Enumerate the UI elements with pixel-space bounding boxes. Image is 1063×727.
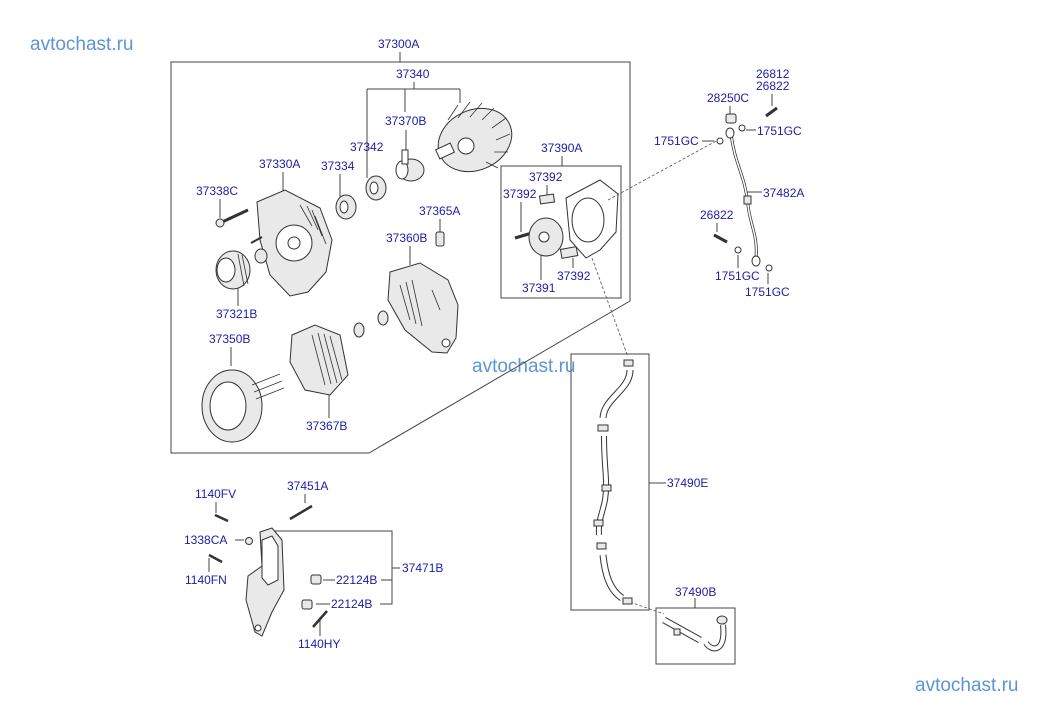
alternator-assembly-frame: [170, 61, 631, 454]
front-bracket-part[interactable]: [256, 189, 333, 297]
vacuum-hose-group: 37490E 37490B: [570, 353, 736, 665]
stator-part[interactable]: [201, 369, 285, 443]
bearing-rear-part[interactable]: [365, 175, 387, 201]
label-37367B[interactable]: 37367B: [306, 419, 347, 433]
label-1140FV[interactable]: 1140FV: [195, 487, 236, 501]
gasket-3-part[interactable]: [734, 246, 742, 254]
label-37360B[interactable]: 37360B: [386, 231, 427, 245]
through-bolt-part[interactable]: [215, 208, 249, 228]
label-1338CA[interactable]: 1338CA: [184, 533, 227, 547]
connector-hose-to-hoseb: [629, 601, 665, 615]
vacuum-housing-part[interactable]: [565, 179, 619, 259]
vacuum-pump-group: 37390A 37392 37392 37392 37391: [500, 141, 622, 299]
bracket-bolt-fn-part[interactable]: [208, 553, 223, 564]
leader-37471B: [275, 530, 400, 605]
vacuum-rotor-part[interactable]: [528, 217, 564, 257]
seal-2-part[interactable]: [377, 310, 389, 326]
connector-vacuum-to-oilpipe: [607, 139, 719, 201]
label-1751GC-1[interactable]: 1751GC: [757, 124, 802, 138]
bracket-bolt-fv-part[interactable]: [214, 513, 229, 523]
bearing-front-part[interactable]: [335, 194, 357, 220]
seal-1-part[interactable]: [353, 322, 365, 338]
label-37330A[interactable]: 37330A: [259, 157, 300, 171]
label-37338C[interactable]: 37338C: [196, 184, 238, 198]
rotor-part[interactable]: [428, 97, 522, 183]
watermark-bottom-right: avtochast.ru: [915, 675, 1019, 696]
label-28250C[interactable]: 28250C: [707, 91, 749, 105]
label-22124B-1[interactable]: 22124B: [336, 573, 377, 587]
hose-clip-part[interactable]: [725, 113, 737, 124]
bushing-2-part[interactable]: [301, 599, 313, 610]
connector-vacuum-to-hose: [591, 257, 629, 358]
label-37342[interactable]: 37342: [350, 140, 384, 154]
label-37390A[interactable]: 37390A: [541, 141, 582, 155]
label-37392-left[interactable]: 37392: [503, 187, 537, 201]
vacuum-gasket-bottom-part[interactable]: [559, 246, 579, 259]
bracket-group: 1140FV 37451A 1338CA 1140FN 22124B 22124…: [184, 479, 443, 651]
label-37482A[interactable]: 37482A: [763, 186, 804, 200]
gasket-4-part[interactable]: [765, 264, 773, 272]
label-37391[interactable]: 37391: [522, 281, 556, 295]
gasket-2-part[interactable]: [716, 137, 724, 145]
watermark-top-left: avtochast.ru: [30, 34, 134, 55]
oil-pipe-group: 26812 26822 28250C 1751GC 1751GC 37482A …: [654, 67, 804, 299]
label-26822-top[interactable]: 26822: [756, 79, 790, 93]
bracket-part[interactable]: [245, 527, 285, 637]
vacuum-hose-frame: [570, 353, 650, 611]
vacuum-hose-part[interactable]: [593, 359, 634, 605]
label-37350B[interactable]: 37350B: [209, 332, 250, 346]
terminal-part[interactable]: [435, 231, 445, 247]
label-37334[interactable]: 37334: [321, 159, 355, 173]
rear-bracket-part[interactable]: [387, 262, 459, 354]
label-37392-top[interactable]: 37392: [529, 170, 563, 184]
bolt-26822-mid-part[interactable]: [713, 233, 728, 244]
alternator-assembly-group: 37300A 37340 37370B 37342 37334 37330A 3…: [170, 37, 631, 454]
label-22124B-2[interactable]: 22124B: [331, 597, 372, 611]
label-26812[interactable]: 26812: [756, 67, 790, 81]
label-1140FN[interactable]: 1140FN: [185, 573, 227, 587]
label-37370B[interactable]: 37370B: [385, 114, 426, 128]
label-37340[interactable]: 37340: [396, 67, 430, 81]
slip-ring-part[interactable]: [395, 149, 425, 182]
bracket-bolt-a-part[interactable]: [289, 504, 313, 521]
vacuum-gasket-top-part[interactable]: [538, 193, 556, 205]
label-37490B[interactable]: 37490B: [675, 585, 716, 599]
oil-pipe-part[interactable]: [725, 127, 761, 267]
vacuum-pump-frame: [500, 165, 622, 299]
leader-37340: [366, 82, 461, 178]
bushing-1-part[interactable]: [310, 574, 322, 585]
rectifier-part[interactable]: [289, 324, 349, 396]
label-37392-bottom[interactable]: 37392: [557, 269, 591, 283]
label-37490E[interactable]: 37490E: [667, 476, 708, 490]
label-1140HY[interactable]: 1140HY: [298, 637, 340, 651]
label-37300A[interactable]: 37300A: [378, 37, 419, 51]
label-1751GC-2[interactable]: 1751GC: [654, 134, 699, 148]
label-37471B[interactable]: 37471B: [402, 561, 443, 575]
small-bolt-part[interactable]: [250, 236, 268, 264]
label-37321B[interactable]: 37321B: [216, 307, 257, 321]
watermark-center: avtochast.ru: [472, 356, 576, 377]
pulley-part[interactable]: [215, 250, 251, 290]
label-37365A[interactable]: 37365A: [419, 204, 460, 218]
vacuum-hose-b-part[interactable]: [662, 615, 728, 652]
nut-part[interactable]: [245, 537, 253, 545]
label-26822-mid[interactable]: 26822: [700, 208, 734, 222]
label-37451A[interactable]: 37451A: [287, 479, 328, 493]
bracket-bolt-hy-part[interactable]: [312, 610, 328, 628]
label-1751GC-4[interactable]: 1751GC: [745, 285, 790, 299]
gasket-1-part[interactable]: [738, 124, 746, 132]
bolt-26812-part[interactable]: [765, 106, 778, 118]
label-1751GC-3[interactable]: 1751GC: [715, 269, 760, 283]
